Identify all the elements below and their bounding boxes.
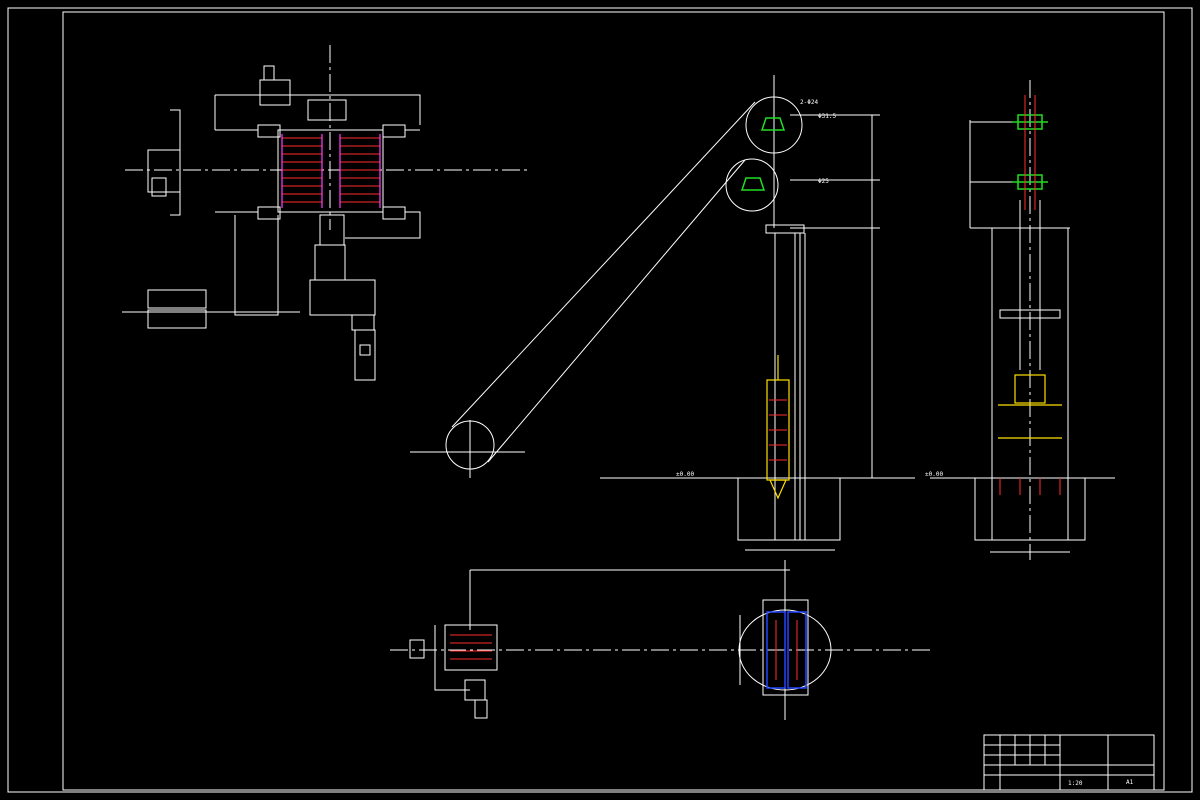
front-elevation-view	[930, 80, 1115, 560]
inner-frame	[62, 11, 1165, 791]
grab-bucket-side	[766, 355, 790, 500]
title-block	[983, 734, 1155, 791]
label-pulley-top: 2-Φ24	[800, 99, 818, 106]
front-grab-frame	[998, 374, 1062, 439]
label-pulley-size-1: Φ31.5	[818, 113, 836, 120]
bottom-grab-plan	[766, 611, 807, 689]
drum-coils-right	[340, 137, 380, 203]
grab-bucket-side-teeth	[769, 399, 787, 461]
bottom-grab-plan-teeth	[775, 620, 798, 680]
outer-frame	[7, 7, 1193, 793]
drum-coils-left	[282, 137, 322, 203]
drum-flanges	[281, 134, 381, 208]
title-block-sheet: A1	[1126, 779, 1134, 786]
title-block-scale: 1:20	[1068, 780, 1083, 787]
label-elevation-right: ±0.00	[925, 471, 943, 478]
front-grab-teeth	[999, 478, 1061, 495]
label-elevation-left: ±0.00	[676, 471, 694, 478]
pulley-rope-view	[410, 75, 915, 551]
bottom-plan-view	[390, 560, 930, 720]
bottom-winch-coils	[450, 634, 492, 660]
front-sheaves-red	[1024, 95, 1036, 210]
label-pulley-size-2: Φ25	[818, 178, 829, 185]
pulley-brackets	[740, 117, 786, 191]
front-sheaves	[1012, 114, 1048, 190]
winch-plan-view	[122, 45, 530, 381]
